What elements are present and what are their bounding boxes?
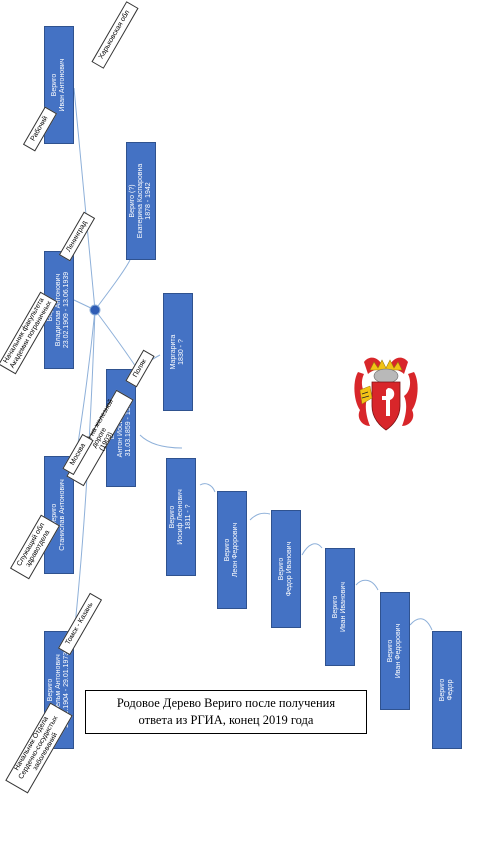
connector-hub-ekaterina [94,259,131,311]
diagram-title-line-2: ответа из РГИА, конец 2019 года [138,713,314,727]
connector-hub-vilgelm [73,309,96,636]
tree-hub-node [89,304,101,316]
person-node-ivan-fedorovich[interactable]: Вериго Иван Федорович [380,592,410,710]
node-line: Вериго [51,73,58,97]
node-line: Вериго [439,678,446,702]
node-line: Вериго [51,503,58,527]
node-line: Маргарита [170,334,177,370]
person-node-ekaterina[interactable]: Вериго (?) Екатерина Каспаровна 1878 - 1… [126,142,156,260]
person-node-leon[interactable]: Вериго Леон Федорович [217,491,247,609]
node-line: Иван Федорович [395,623,402,679]
node-line: Леон Федорович [232,522,239,578]
node-line: 1878 - 1942 [145,182,152,220]
diagram-title-box: Родовое Дерево Вериго после получения от… [85,690,367,734]
node-line: Иван Антонович [59,58,66,112]
node-line: Федор [447,679,454,701]
node-line: Владислав Антонович [55,273,62,347]
connector-hub-anton [94,309,139,371]
node-line: Вериго [224,538,231,562]
node-line: Вериго [169,505,176,529]
person-node-margarita[interactable]: Маргарита 1830 - ? [163,293,193,411]
node-line: 1830 - ? [178,339,185,365]
connector-ivanf-fedor [409,618,433,631]
node-line: 23.02.1909 - 13.06.1939 [63,271,70,349]
connector-anton-iosif [139,434,183,449]
node-line: 1811 - ? [185,504,192,530]
person-node-ivan-ivanovich[interactable]: Вериго Иван Иванович [325,548,355,666]
person-node-fedor-ivanovich[interactable]: Вериго Федор Иванович [271,510,301,628]
node-line: Иосиф Леонович [177,489,184,545]
node-line: Вериго [332,595,339,619]
diagram-title-line-1: Родовое Дерево Вериго после получения [116,696,336,710]
node-line: Вериго [387,639,394,663]
node-line: Вериго (?) [129,184,136,218]
connector-hub-ivan [73,87,96,311]
connector-leon-fedor [249,512,271,521]
node-line: Федор Иванович [286,541,293,597]
coat-of-arms-icon [354,357,418,431]
connector-fedor-ivan [301,543,323,556]
node-line: 31.03.1859 - 1919 [125,399,132,457]
connector-ivan-ivanfedorovich [355,579,379,591]
node-line: Вериго [278,557,285,581]
node-line: Екатерина Каспаровна [137,163,144,239]
node-line: Иван Иванович [340,582,347,632]
connector-iosif-leon [199,483,216,493]
person-node-iosif[interactable]: Вериго Иосиф Леонович 1811 - ? [166,458,196,576]
node-line: Станислав Антонович [59,479,66,551]
person-node-fedor[interactable]: Вериго Федор [432,631,462,749]
